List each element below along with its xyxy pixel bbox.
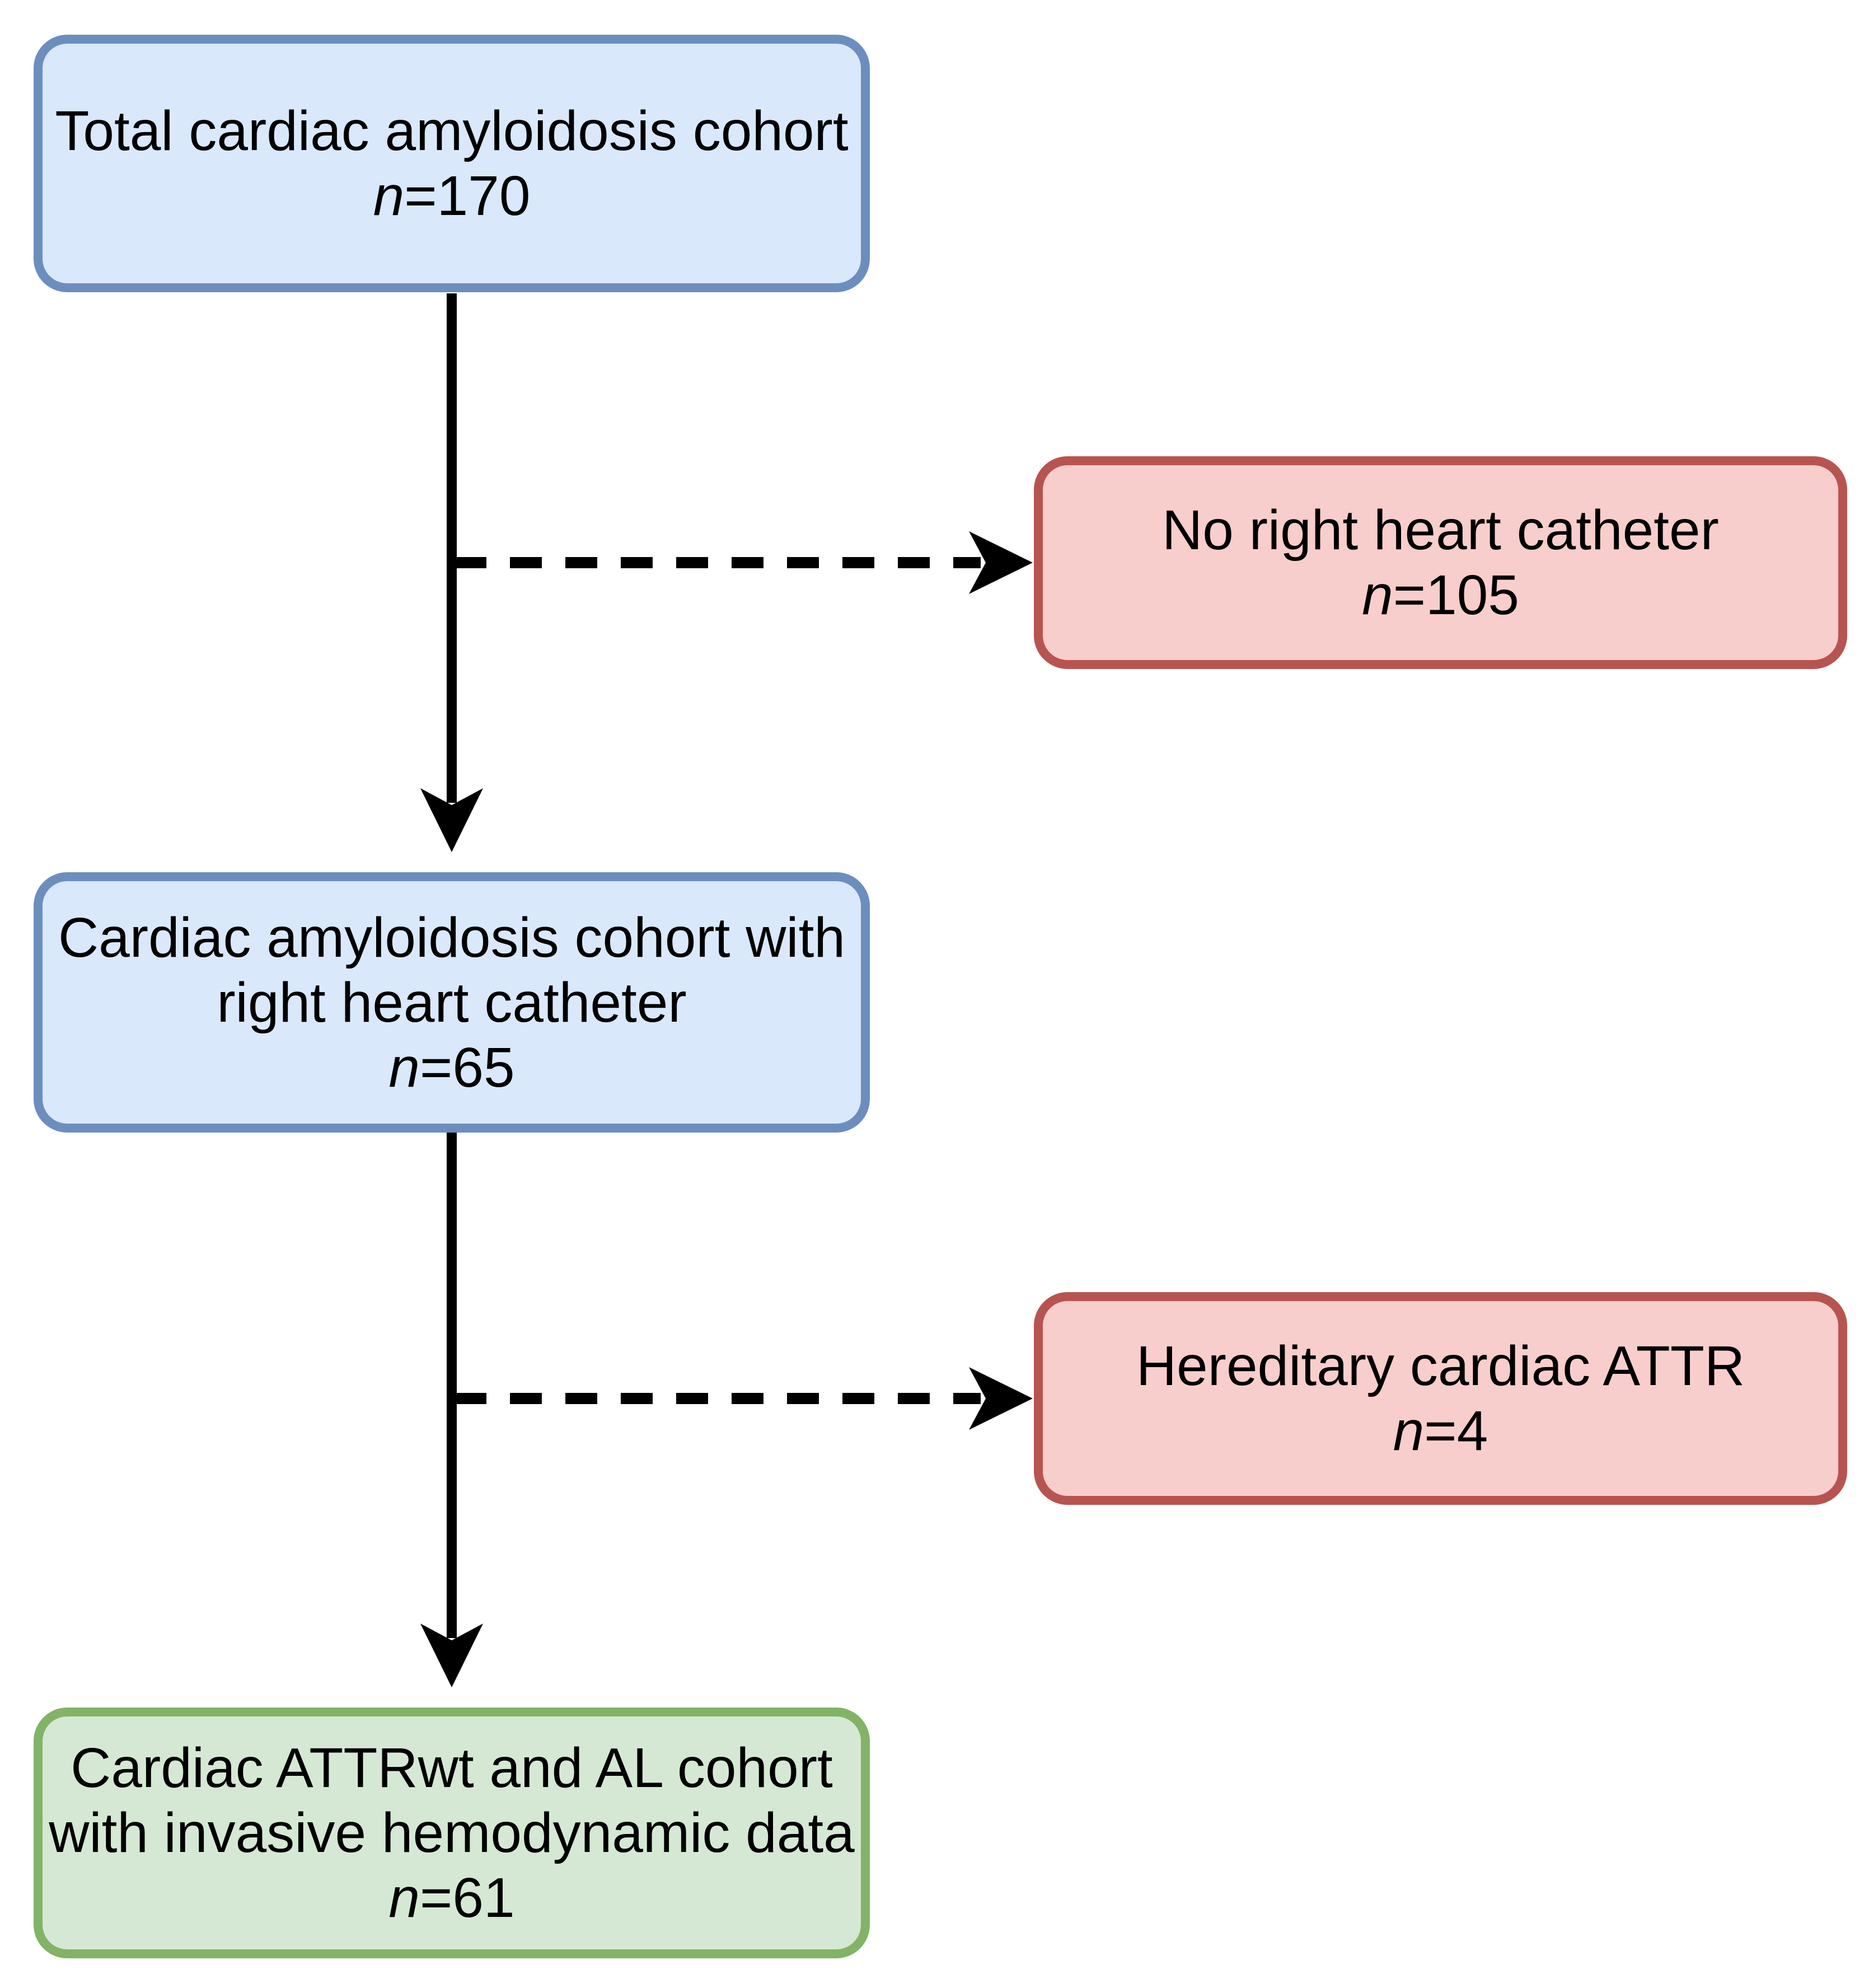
n-value: =105 <box>1393 564 1519 626</box>
n-symbol: n <box>388 1036 420 1099</box>
node-no-rhc: No right heart catheter n=105 <box>1034 456 1847 669</box>
node-total-cohort-count: n=170 <box>373 163 531 228</box>
node-hereditary-attr-label: Hereditary cardiac ATTR <box>1136 1335 1745 1397</box>
arrow-excluded-hereditary-head <box>969 1367 1033 1430</box>
node-total-cohort: Total cardiac amyloidosis cohort n=170 <box>34 35 870 292</box>
node-total-cohort-label: Total cardiac amyloidosis cohort <box>55 100 849 162</box>
n-value: =61 <box>419 1867 515 1929</box>
node-rhc-cohort-count: n=65 <box>388 1035 514 1100</box>
node-hereditary-attr-count: n=4 <box>1393 1398 1488 1463</box>
node-rhc-cohort: Cardiac amyloidosis cohort with right he… <box>34 872 870 1133</box>
node-hereditary-attr: Hereditary cardiac ATTR n=4 <box>1034 1292 1847 1505</box>
arrow-excluded-no-rhc-head <box>969 531 1033 594</box>
node-final-cohort-count: n=61 <box>388 1865 514 1930</box>
n-value: =4 <box>1424 1400 1488 1462</box>
n-symbol: n <box>388 1867 420 1929</box>
arrow-rhc-to-final-head <box>420 1624 483 1687</box>
node-final-cohort: Cardiac ATTRwt and AL cohort with invasi… <box>34 1708 870 1958</box>
node-rhc-cohort-label: Cardiac amyloidosis cohort with right he… <box>58 906 846 1034</box>
node-final-cohort-label: Cardiac ATTRwt and AL cohort with invasi… <box>49 1737 855 1864</box>
n-value: =170 <box>404 165 531 227</box>
n-symbol: n <box>373 165 405 227</box>
n-symbol: n <box>1393 1400 1425 1462</box>
n-symbol: n <box>1362 564 1393 626</box>
node-no-rhc-count: n=105 <box>1362 563 1519 628</box>
arrow-total-to-rhc-head <box>420 788 483 852</box>
n-value: =65 <box>419 1036 515 1099</box>
node-no-rhc-label: No right heart catheter <box>1162 499 1719 562</box>
